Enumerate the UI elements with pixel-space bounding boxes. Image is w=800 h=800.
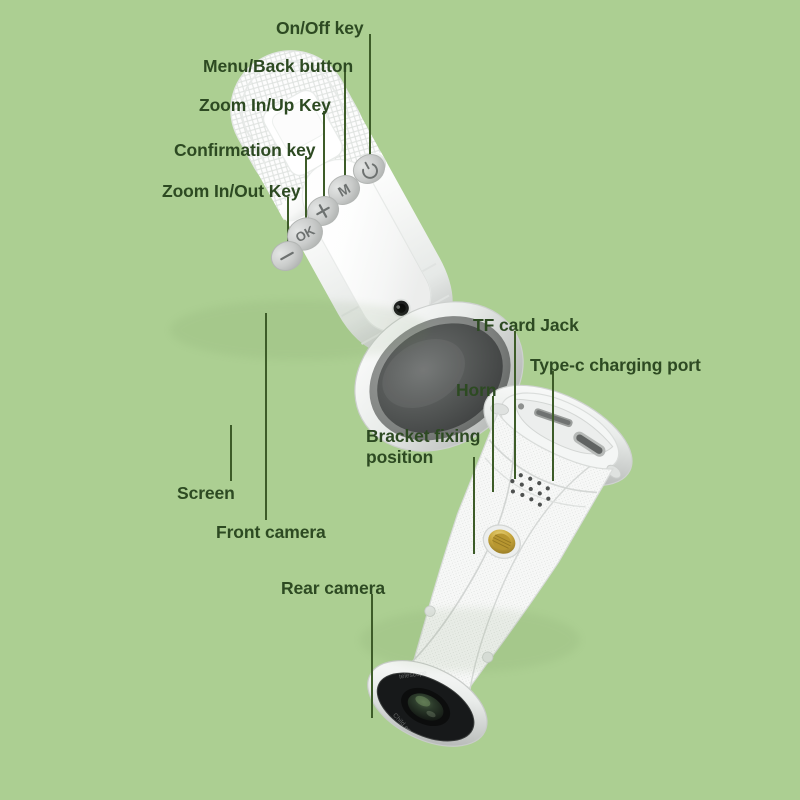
microphone-hole [517, 403, 525, 410]
label-screen: Screen [177, 483, 235, 503]
device-front-view [230, 50, 524, 452]
leader-line-confirmation-key [305, 156, 307, 235]
label-zoom-in-out-key: Zoom In/Out Key [162, 181, 301, 201]
front-camera-lens [391, 298, 411, 318]
leader-line-rear-camera [371, 594, 373, 718]
label-horn: Horn [456, 380, 497, 400]
label-bracket-fixing-position: Bracket fixing position [366, 426, 481, 467]
leader-line-zoom-in-out-key [287, 197, 289, 255]
rear-camera-assembly: telescope Child en [367, 659, 488, 747]
button-strip [301, 158, 432, 333]
label-type-c-charging-port: Type-c charging port [530, 355, 701, 375]
label-on-off-key: On/Off key [276, 18, 364, 38]
leader-line-front-camera [265, 313, 267, 520]
screw-dimple [424, 605, 436, 617]
leader-line-tf-card-jack [514, 331, 516, 479]
svg-text:telescope: telescope [399, 670, 428, 681]
leader-line-type-c-charging-port [552, 371, 554, 481]
svg-text:Child en: Child en [391, 712, 412, 735]
leader-line-zoom-in-up-key [323, 111, 325, 216]
leader-line-horn [492, 396, 494, 492]
label-tf-card-jack: TF card Jack [473, 315, 579, 335]
leader-line-bracket-fixing [473, 457, 475, 554]
label-confirmation-key: Confirmation key [174, 140, 316, 160]
leader-line-screen [230, 425, 232, 481]
label-menu-back-button: Menu/Back button [203, 56, 354, 76]
label-zoom-in-up-key: Zoom In/Up Key [199, 95, 331, 115]
label-rear-camera: Rear camera [281, 578, 385, 598]
leader-line-menu-back-button [344, 72, 346, 187]
type-c-port [573, 431, 606, 457]
tripod-mount [482, 524, 521, 559]
screw-dimple [482, 651, 494, 663]
label-front-camera: Front camera [216, 522, 326, 542]
leader-line-on-off-key [369, 34, 371, 166]
